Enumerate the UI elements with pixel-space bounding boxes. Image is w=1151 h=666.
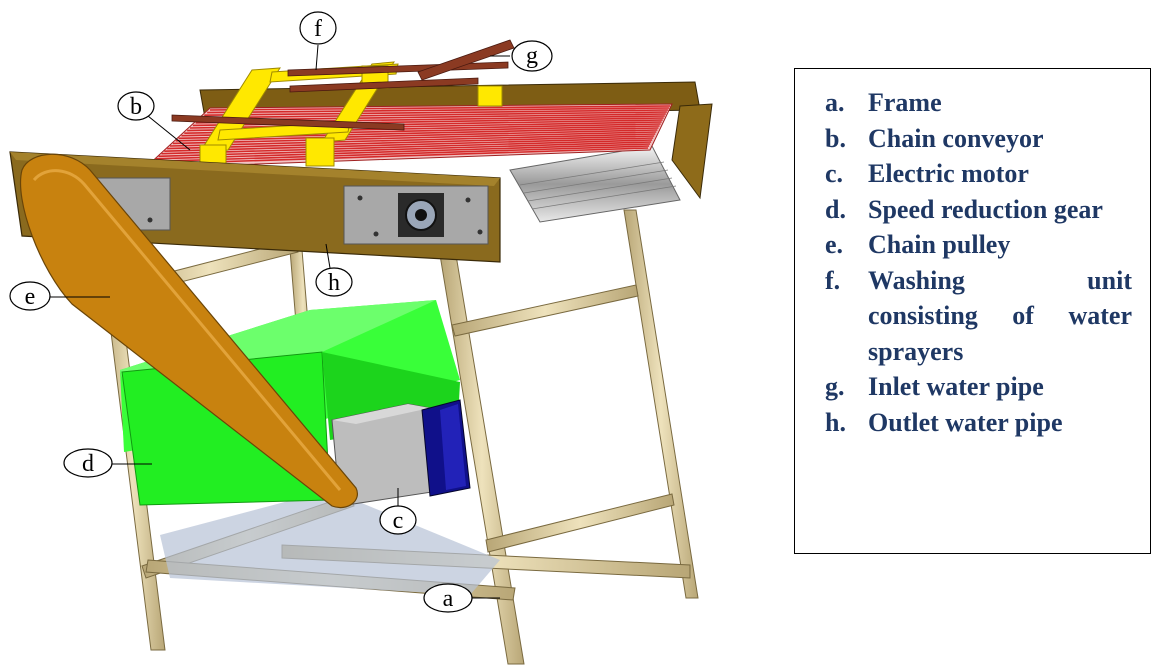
legend-text: Outlet water pipe (868, 407, 1063, 437)
callout-f-label: f (314, 16, 322, 42)
mount-plate-right (343, 185, 489, 245)
legend-item-electric-motor: c. Electric motor (795, 156, 1150, 192)
legend-text: Chain conveyor (868, 123, 1044, 153)
legend-letter: b. (825, 123, 846, 153)
washer-machine-illustration: f g b h e d c a (9, 11, 713, 665)
legend-item-frame: a. Frame (795, 85, 1150, 121)
callout-h: h (315, 243, 353, 297)
conveyor-roller (509, 145, 681, 223)
callout-e-label: e (25, 284, 36, 310)
conveyor-chain-line (167, 135, 655, 150)
legend-text: Inlet water pipe (868, 372, 1044, 401)
conveyor-chain-line (164, 137, 654, 152)
callout-f: f (299, 11, 337, 71)
callout-a: a (423, 583, 500, 613)
conveyor-chain-line (204, 109, 668, 116)
callout-g: g (490, 40, 553, 72)
conveyor-chain-line (161, 139, 653, 155)
brace-right-bottom (485, 493, 675, 553)
conveyor-chain-line (169, 133, 656, 147)
conveyor-chain-line (155, 143, 651, 160)
frame-floor-shadow (160, 490, 500, 595)
callout-b-label: b (130, 94, 142, 120)
legend-item-outlet-water-pipe: h. Outlet water pipe (795, 405, 1150, 441)
legend-item-chain-conveyor: b. Chain conveyor (795, 121, 1150, 157)
sprayer-pipe-bottom (171, 114, 405, 131)
conveyor-chain-line (152, 145, 650, 163)
callout-a-label: a (443, 586, 454, 612)
legend-letter: h. (825, 407, 846, 437)
conveyor-chain-line (149, 147, 649, 165)
legend-box: a. Frame b. Chain conveyor c. Electric m… (794, 68, 1151, 554)
callout-b: b (117, 91, 191, 151)
legend-letter: a. (825, 88, 845, 117)
conveyor-chain-line (172, 131, 657, 145)
callout-c: c (379, 488, 417, 535)
chain-pulley (20, 153, 358, 509)
conveyor-chain-line (175, 129, 658, 142)
legend-list: a. Frame b. Chain conveyor c. Electric m… (795, 69, 1150, 440)
legend-text: Speed reduction gear (868, 194, 1103, 224)
legend-item-inlet-water-pipe: g. Inlet water pipe (795, 369, 1150, 405)
callout-g-label: g (526, 43, 538, 69)
legend-item-washing-unit: f. Washing unit consisting of water spra… (795, 263, 1150, 370)
legend-letter: d. (825, 194, 846, 224)
conveyor-chain-line (158, 141, 652, 158)
conveyor-chain-line (207, 107, 669, 114)
legend-letter: g. (825, 372, 845, 401)
sprayer-pipe-middle (289, 77, 479, 93)
callout-e: e (9, 281, 110, 311)
legend-text: Washing unit consisting of water sprayer… (868, 265, 1132, 366)
electric-motor (331, 399, 471, 507)
washing-block-2 (477, 85, 503, 107)
legend-letter: c. (825, 159, 844, 188)
frame-front-top-edge (10, 152, 500, 186)
callout-c-label: c (393, 508, 404, 534)
conveyor-chain-line (209, 105, 671, 111)
water-pipes (171, 39, 515, 131)
legend-item-speed-reduction-gear: d. Speed reduction gear (795, 192, 1150, 228)
washing-block-4 (305, 137, 335, 167)
legend-letter: f. (825, 265, 841, 295)
leg-back-right (623, 209, 699, 599)
frame-right-end (671, 103, 713, 200)
conveyor-chain-line (201, 111, 667, 119)
legend-text: Chain pulley (868, 230, 1011, 259)
callout-d: d (63, 448, 152, 478)
inlet-water-pipe (417, 39, 515, 81)
callout-h-label: h (328, 270, 340, 296)
legend-text: Frame (868, 88, 942, 117)
brace-right-top (451, 284, 639, 337)
callout-d-label: d (82, 451, 94, 477)
legend-text: Electric motor (868, 159, 1029, 188)
legend-letter: e. (825, 230, 844, 259)
legend-item-chain-pulley: e. Chain pulley (795, 227, 1150, 263)
